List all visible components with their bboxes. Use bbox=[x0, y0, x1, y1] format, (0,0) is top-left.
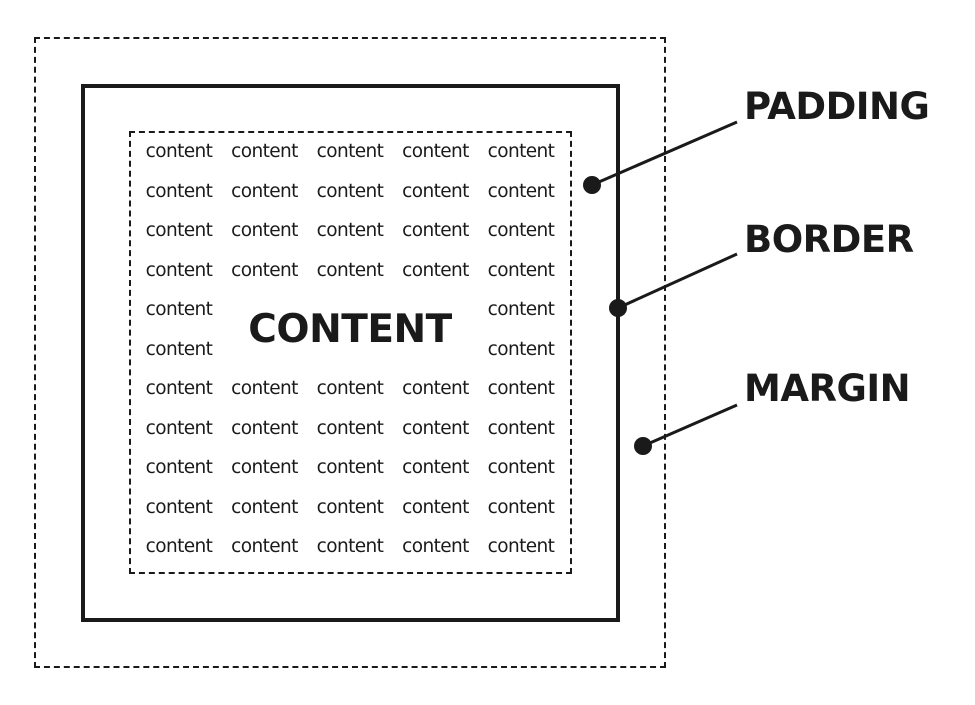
content-word: content bbox=[487, 496, 555, 518]
content-word: content bbox=[487, 338, 555, 360]
content-word: content bbox=[316, 220, 384, 241]
content-word: content bbox=[145, 259, 213, 281]
content-word: content bbox=[316, 378, 384, 399]
padding-label: PADDING bbox=[744, 85, 930, 128]
content-row: content content bbox=[137, 335, 563, 365]
content-row: content content content content content bbox=[137, 532, 563, 562]
content-word: content bbox=[316, 141, 384, 162]
content-row: content content content content content bbox=[137, 374, 563, 404]
padding-box bbox=[129, 131, 572, 574]
content-row: content content content content content bbox=[137, 493, 563, 523]
content-word: content bbox=[231, 259, 298, 281]
content-row: content content content content content bbox=[137, 177, 563, 207]
margin-leader-line bbox=[642, 403, 738, 448]
content-word: content bbox=[487, 220, 555, 241]
border-box bbox=[81, 84, 620, 622]
content-word: content bbox=[145, 338, 213, 360]
padding-leader-dot bbox=[583, 176, 601, 194]
content-word: content bbox=[145, 417, 213, 439]
content-word: content bbox=[231, 496, 298, 518]
content-word: content bbox=[231, 180, 298, 202]
content-word: content bbox=[402, 378, 469, 399]
content-row: content content content content content bbox=[137, 453, 563, 483]
content-title: CONTENT bbox=[248, 307, 452, 352]
content-word: content bbox=[145, 378, 213, 399]
border-leader-line bbox=[617, 252, 738, 310]
content-word: content bbox=[487, 378, 555, 399]
content-word: content bbox=[231, 141, 298, 162]
content-word: content bbox=[402, 417, 469, 439]
border-label: BORDER bbox=[744, 218, 914, 261]
content-word: content bbox=[487, 141, 555, 162]
content-row: content content bbox=[137, 295, 563, 325]
content-word: content bbox=[145, 457, 213, 478]
content-word: content bbox=[487, 180, 555, 202]
content-word: content bbox=[145, 536, 213, 557]
border-leader-dot bbox=[609, 299, 627, 317]
content-word: content bbox=[487, 299, 555, 320]
content-word: content bbox=[316, 496, 384, 518]
content-row: content content content content content bbox=[137, 256, 563, 286]
margin-label: MARGIN bbox=[744, 367, 911, 410]
content-word: content bbox=[316, 180, 384, 202]
content-word: content bbox=[402, 180, 469, 202]
content-word: content bbox=[487, 536, 555, 557]
content-word: content bbox=[487, 457, 555, 478]
content-word: content bbox=[316, 457, 384, 478]
content-row: content content content content content bbox=[137, 137, 563, 167]
content-word: content bbox=[145, 299, 213, 320]
content-word: content bbox=[145, 180, 213, 202]
content-word: content bbox=[231, 536, 298, 557]
content-word: content bbox=[231, 378, 298, 399]
margin-leader-dot bbox=[634, 437, 652, 455]
content-word: content bbox=[402, 536, 469, 557]
content-word: content bbox=[316, 536, 384, 557]
content-word: content bbox=[316, 417, 384, 439]
content-word: content bbox=[402, 496, 469, 518]
content-row: content content content content content bbox=[137, 216, 563, 246]
content-word: content bbox=[402, 141, 469, 162]
margin-box bbox=[34, 37, 666, 668]
content-word: content bbox=[487, 417, 555, 439]
content-word: content bbox=[402, 457, 469, 478]
content-word: content bbox=[231, 220, 298, 241]
content-word: content bbox=[231, 457, 298, 478]
content-word: content bbox=[231, 417, 298, 439]
content-word: content bbox=[316, 259, 384, 281]
content-row: content content content content content bbox=[137, 414, 563, 444]
content-word: content bbox=[145, 496, 213, 518]
content-word: content bbox=[402, 220, 469, 241]
content-word: content bbox=[402, 259, 469, 281]
content-word: content bbox=[145, 141, 213, 162]
content-word: content bbox=[487, 259, 555, 281]
content-word: content bbox=[145, 220, 213, 241]
padding-leader-line bbox=[591, 120, 738, 187]
